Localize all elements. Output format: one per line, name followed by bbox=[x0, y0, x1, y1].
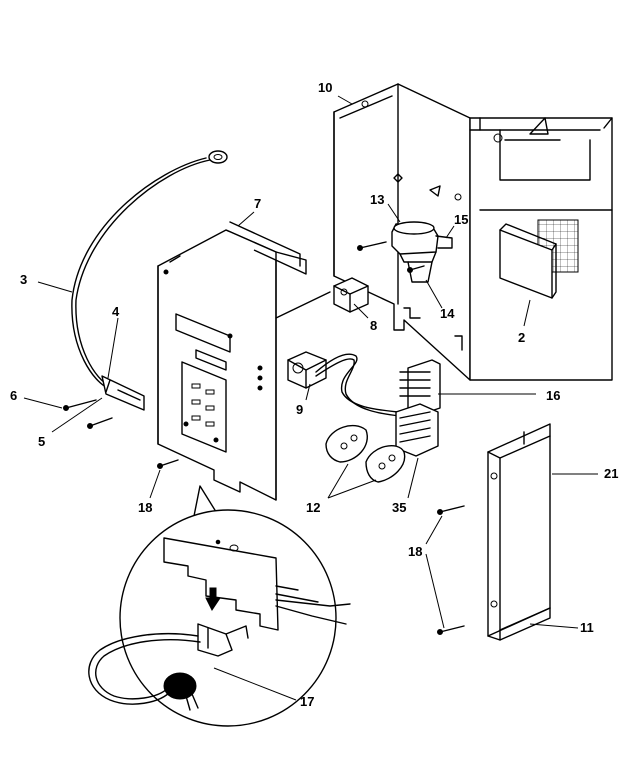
wiring-harness bbox=[315, 353, 401, 417]
callout-13: 13 bbox=[370, 192, 384, 207]
callout-16: 16 bbox=[546, 388, 560, 403]
part-18-screw-upper bbox=[437, 505, 465, 515]
callout-7: 7 bbox=[254, 196, 261, 211]
part-7-control-box bbox=[157, 221, 331, 501]
callout-18-left: 18 bbox=[138, 500, 152, 515]
callout-10: 10 bbox=[318, 80, 332, 95]
part-15-capacitor-strap bbox=[435, 235, 453, 249]
part-14-screw bbox=[407, 265, 425, 273]
screw-13 bbox=[357, 241, 387, 251]
part-18-screw-lower bbox=[437, 625, 465, 635]
callout-3: 3 bbox=[20, 272, 27, 287]
part-2-filter-screen bbox=[499, 219, 579, 299]
callout-6: 6 bbox=[10, 388, 17, 403]
callout-17: 17 bbox=[300, 694, 314, 709]
part-9-thermostat bbox=[287, 351, 327, 389]
part-4-bracket bbox=[101, 375, 145, 411]
part-8-switch bbox=[333, 277, 369, 313]
callout-35: 35 bbox=[392, 500, 406, 515]
part-5-screw bbox=[87, 417, 113, 429]
callout-4: 4 bbox=[112, 304, 120, 319]
callout-11: 11 bbox=[580, 620, 594, 635]
callout-21: 21 bbox=[604, 466, 618, 481]
callout-18-right: 18 bbox=[408, 544, 422, 559]
part-18-screw bbox=[157, 459, 179, 469]
callout-5: 5 bbox=[38, 434, 45, 449]
part-12-insulator bbox=[325, 425, 406, 483]
part-21-side-panel bbox=[487, 423, 551, 637]
part-17-power-cord bbox=[88, 623, 249, 711]
detail-balloon bbox=[119, 485, 351, 727]
part-6-screw bbox=[63, 399, 97, 411]
part-3-ground-wire bbox=[71, 150, 228, 389]
part-35-terminal-block bbox=[395, 403, 439, 457]
callout-8: 8 bbox=[370, 318, 377, 333]
callout-labels: 10 7 13 15 3 4 8 14 2 6 9 16 5 18 12 35 … bbox=[10, 80, 618, 709]
callout-15: 15 bbox=[454, 212, 468, 227]
leader-lines bbox=[23, 95, 598, 701]
callout-2: 2 bbox=[518, 330, 525, 345]
part-11-panel-gasket bbox=[487, 607, 551, 641]
callout-14: 14 bbox=[440, 306, 455, 321]
callout-9: 9 bbox=[296, 402, 303, 417]
callout-12: 12 bbox=[306, 500, 320, 515]
